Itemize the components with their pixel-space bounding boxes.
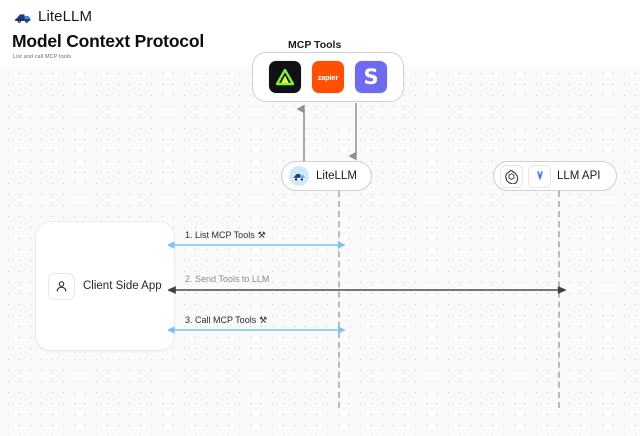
litellm-avatar-icon (289, 166, 309, 186)
wrench-icon: ⚒ (254, 231, 266, 241)
slack-s-icon[interactable]: S (355, 61, 387, 93)
message-2-label: 2. Send Tools to LLM (185, 274, 270, 284)
mcp-tools-group: zapier S (252, 52, 404, 102)
brand: LiteLLM (14, 8, 92, 25)
wrench-icon-2: ⚒ (256, 316, 268, 326)
slack-label: S (363, 64, 379, 89)
page-title: Model Context Protocol (12, 31, 204, 51)
zapier-icon[interactable]: zapier (312, 61, 344, 93)
lifeline-llm-api (558, 191, 560, 408)
lifeline-litellm (338, 191, 340, 408)
message-3-label: 3. Call MCP Tools ⚒ (185, 315, 268, 326)
message-1-arrow (168, 241, 346, 249)
diagram-canvas: MCP Tools zapier S (0, 39, 640, 436)
node-litellm[interactable]: LiteLLM (281, 161, 372, 191)
arrow-mcp-to-litellm-up (296, 104, 305, 162)
node-client-label: Client Side App (83, 280, 162, 292)
zapier-label: zapier (317, 72, 339, 82)
node-llm-api[interactable]: LLM API (493, 161, 618, 191)
arrow-litellm-to-mcp-down (348, 103, 357, 161)
openai-icon (501, 165, 522, 187)
message-1-label: 1. List MCP Tools ⚒ (185, 230, 266, 241)
message-3-arrow (168, 326, 346, 334)
page-subtitle: List and call MCP tools (13, 54, 72, 60)
message-2-arrow (168, 286, 566, 294)
node-client-side-app[interactable]: Client Side App (35, 221, 175, 351)
mcp-tools-label: MCP Tools (288, 39, 342, 51)
anthropic-claude-icon (529, 165, 550, 187)
litellm-truck-icon (14, 9, 32, 25)
anthropic-triangle-icon[interactable] (269, 61, 301, 93)
node-litellm-label: LiteLLM (316, 170, 357, 182)
brand-name: LiteLLM (38, 8, 93, 25)
user-icon (49, 273, 74, 299)
node-llm-api-label: LLM API (557, 170, 601, 182)
